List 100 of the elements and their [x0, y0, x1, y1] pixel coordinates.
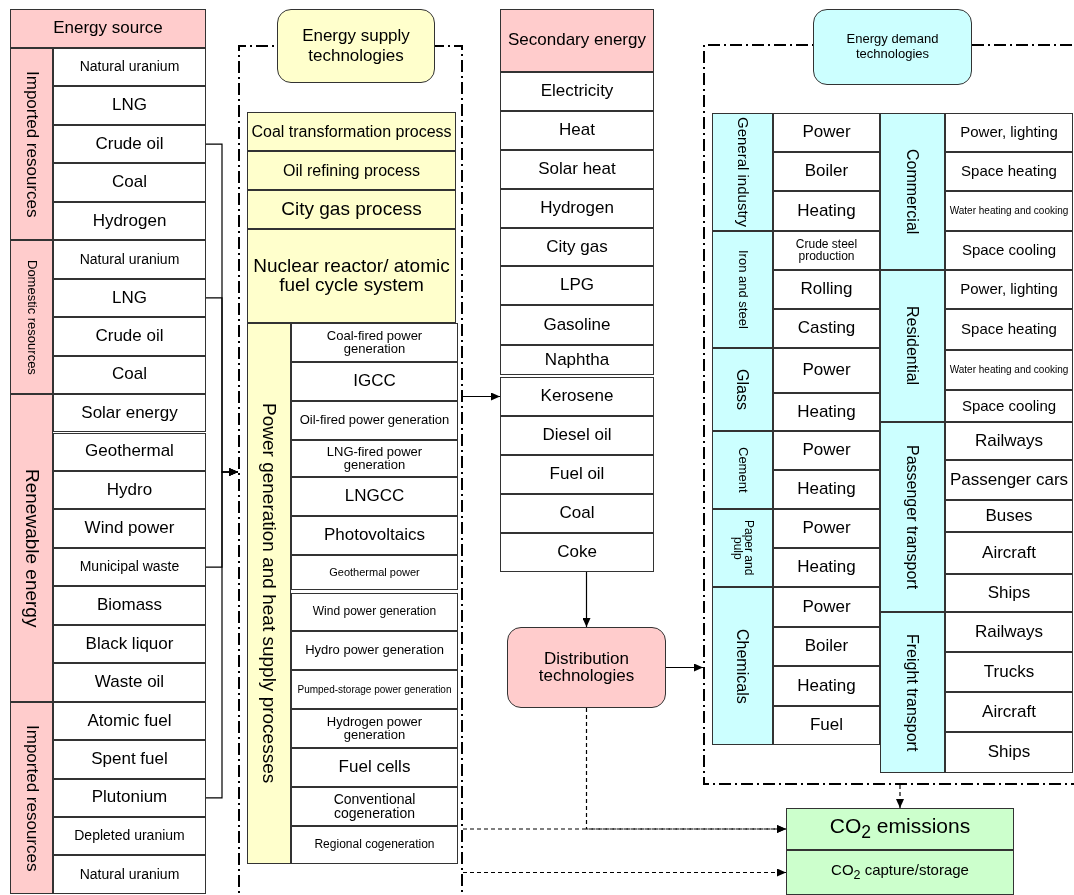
list-cell: Space heating — [945, 309, 1073, 350]
list-cell: Boiler — [773, 627, 880, 666]
list-cell: LNG — [53, 278, 206, 318]
process-box: Distribution technologies — [507, 627, 666, 708]
list-cell: Hydrogen power generation — [291, 709, 458, 748]
list-cell: Power — [773, 509, 880, 548]
list-cell: Coal — [53, 163, 206, 202]
category-band: General industry — [712, 113, 773, 231]
category-band: Iron and steel — [712, 231, 773, 348]
list-cell: Gasoline — [500, 305, 654, 345]
list-cell: Rolling — [773, 270, 880, 309]
category-band: Imported resources — [10, 701, 53, 894]
list-cell: Space cooling — [945, 231, 1073, 270]
list-cell: Power, lighting — [945, 270, 1073, 309]
list-cell: Space cooling — [945, 390, 1073, 422]
list-cell: Ships — [945, 574, 1073, 612]
list-cell: Power — [773, 587, 880, 627]
list-cell: Coal — [500, 494, 654, 533]
list-cell: Railways — [945, 612, 1073, 652]
list-cell: Power — [773, 113, 880, 152]
process-row: Nuclear reactor/ atomic fuel cycle system — [247, 229, 456, 323]
dashed-arrow — [462, 825, 787, 833]
list-cell: Trucks — [945, 652, 1073, 692]
process-row: City gas process — [247, 190, 456, 229]
dashed-arrow — [585, 707, 787, 833]
list-cell: Crude oil — [53, 124, 206, 164]
category-band: Glass — [712, 348, 773, 431]
dash-dot-frame — [238, 9, 463, 895]
list-cell: Fuel — [773, 706, 880, 745]
list-cell: Natural uranium — [53, 240, 206, 279]
list-cell: Geothermal power — [291, 555, 458, 590]
list-cell: Hydrogen — [53, 201, 206, 241]
list-cell: Crude steel production — [773, 231, 880, 270]
list-cell: Power, lighting — [945, 113, 1073, 152]
list-cell: Naphtha — [500, 345, 654, 375]
list-cell: Wind power generation — [291, 593, 458, 631]
list-cell: Fuel oil — [500, 455, 654, 494]
arrow — [462, 392, 501, 401]
list-cell: Depleted uranium — [53, 817, 206, 856]
list-cell: Geothermal — [53, 432, 206, 471]
list-cell: LNGCC — [291, 477, 458, 516]
category-band: Renewable energy — [10, 394, 53, 702]
arrow — [665, 663, 704, 672]
list-cell: Ships — [945, 732, 1073, 773]
list-cell: Photovoltaics — [291, 516, 458, 555]
list-cell: Natural uranium — [53, 855, 206, 894]
list-cell: Coal — [53, 355, 206, 395]
list-cell: Power — [773, 348, 880, 393]
list-cell: Electricity — [500, 72, 654, 111]
list-cell: Heating — [773, 393, 880, 431]
list-cell: Aircraft — [945, 692, 1073, 732]
process-row: Coal transformation process — [247, 112, 456, 151]
category-band: Passenger transport — [880, 422, 945, 612]
category-band: Commercial — [880, 113, 945, 270]
category-band: Freight transport — [880, 612, 945, 773]
list-cell: Kerosene — [500, 377, 654, 416]
list-cell: Heating — [773, 666, 880, 706]
list-cell: Heating — [773, 548, 880, 587]
output-box: CO$_{2}$ capture/storage — [786, 850, 1014, 895]
list-cell: Fuel cells — [291, 748, 458, 787]
list-cell: Regional cogeneration — [291, 826, 458, 864]
category-band: Paper and pulp — [712, 509, 773, 587]
list-cell: LNG-fired power generation — [291, 440, 458, 477]
output-box: CO$_{2}$ emissions — [786, 808, 1014, 850]
list-cell: Buses — [945, 500, 1073, 532]
list-cell: Conventional cogeneration — [291, 787, 458, 826]
list-cell: Hydro power generation — [291, 631, 458, 670]
list-cell: Heat — [500, 111, 654, 150]
frame-title-box: Energy supply technologies — [277, 9, 435, 83]
list-cell: Black liquor — [53, 624, 206, 664]
list-cell: Pumped-storage power generation — [291, 670, 458, 709]
category-band: Domestic resources — [10, 240, 53, 395]
list-cell: Spent fuel — [53, 740, 206, 779]
list-cell: Boiler — [773, 152, 880, 191]
list-cell: Aircraft — [945, 532, 1073, 574]
list-cell: Space heating — [945, 152, 1073, 191]
list-cell: Municipal waste — [53, 547, 206, 587]
list-cell: Biomass — [53, 586, 206, 625]
list-cell: Solar heat — [500, 150, 654, 189]
dashed-arrow — [462, 868, 787, 877]
list-cell: Solar energy — [53, 394, 206, 433]
list-cell: Power — [773, 431, 880, 470]
list-cell: LPG — [500, 266, 654, 305]
category-band: Chemicals — [712, 587, 773, 745]
list-cell: IGCC — [291, 362, 458, 401]
list-cell: Wind power — [53, 509, 206, 548]
list-cell: Oil-fired power generation — [291, 401, 458, 440]
category-band: Imported resources — [10, 48, 53, 241]
list-cell: Plutonium — [53, 778, 206, 817]
list-cell: LNG — [53, 86, 206, 125]
list-cell: Railways — [945, 422, 1073, 460]
list-cell: Crude oil — [53, 317, 206, 356]
arrow — [582, 571, 591, 628]
category-band: Residential — [880, 270, 945, 422]
list-cell: Water heating and cooking — [945, 350, 1073, 390]
category-band: Cement — [712, 431, 773, 509]
list-cell: Hydro — [53, 470, 206, 510]
list-cell: Atomic fuel — [53, 701, 206, 741]
list-cell: Diesel oil — [500, 416, 654, 455]
list-cell: Hydrogen — [500, 189, 654, 228]
